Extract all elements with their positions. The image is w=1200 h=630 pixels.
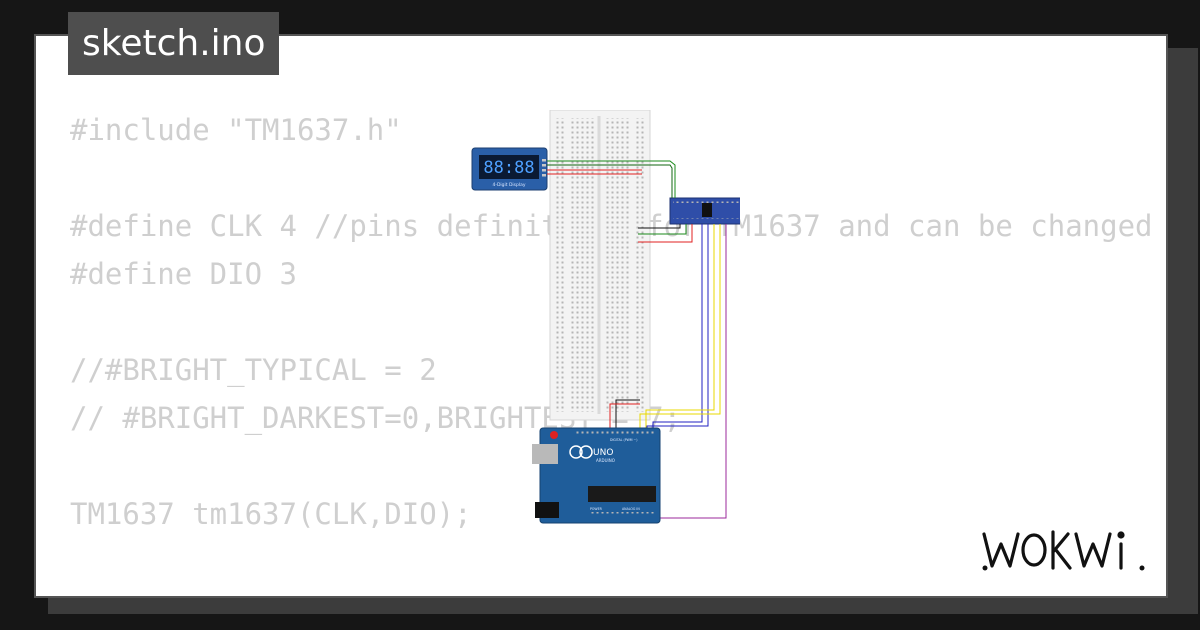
code-line: //#BRIGHT_TYPICAL = 2	[70, 353, 437, 387]
wokwi-wordmark	[982, 530, 1145, 571]
board-model: UNO	[593, 448, 613, 458]
code-line: #define DIO 3	[70, 257, 297, 291]
power-jack	[535, 502, 559, 518]
file-tab[interactable]: sketch.ino	[68, 12, 280, 75]
wires	[547, 160, 727, 519]
wokwi-logo	[980, 528, 1150, 574]
code-line: void digitDisplayNumber(int displayNum){	[70, 586, 1166, 596]
code-line: #include "TM1637.h"	[70, 113, 402, 147]
code-line: TM1637 tm1637(CLK,DIO);	[70, 497, 472, 531]
code-preview: #include "TM1637.h"#define CLK 4 //pins …	[70, 106, 1166, 596]
power-label: POWER	[590, 507, 603, 511]
display-caption: 4-Digit Display	[492, 182, 525, 188]
reset-button	[550, 431, 558, 439]
circuit-svg: 88:88 4-Digit Display	[471, 109, 745, 524]
code-line: // #BRIGHT_DARKEST=0,BRIGHTEST = 7;	[70, 401, 682, 435]
seven-segment-display: 88:88 4-Digit Display	[471, 147, 548, 191]
breakout-module	[669, 197, 745, 225]
arduino-uno-board: UNO ARDUINO DIGITAL (PWM ~) POWER ANALOG…	[532, 427, 661, 524]
arduino-logo-icon	[569, 445, 583, 459]
breadboard	[549, 109, 651, 421]
display-digits: 88:88	[483, 158, 534, 178]
digital-label: DIGITAL (PWM ~)	[610, 438, 637, 442]
board-brand: ARDUINO	[596, 458, 615, 463]
analog-label: ANALOG IN	[622, 507, 640, 511]
usb-port	[532, 444, 558, 464]
circuit-diagram: 88:88 4-Digit Display	[470, 109, 745, 534]
